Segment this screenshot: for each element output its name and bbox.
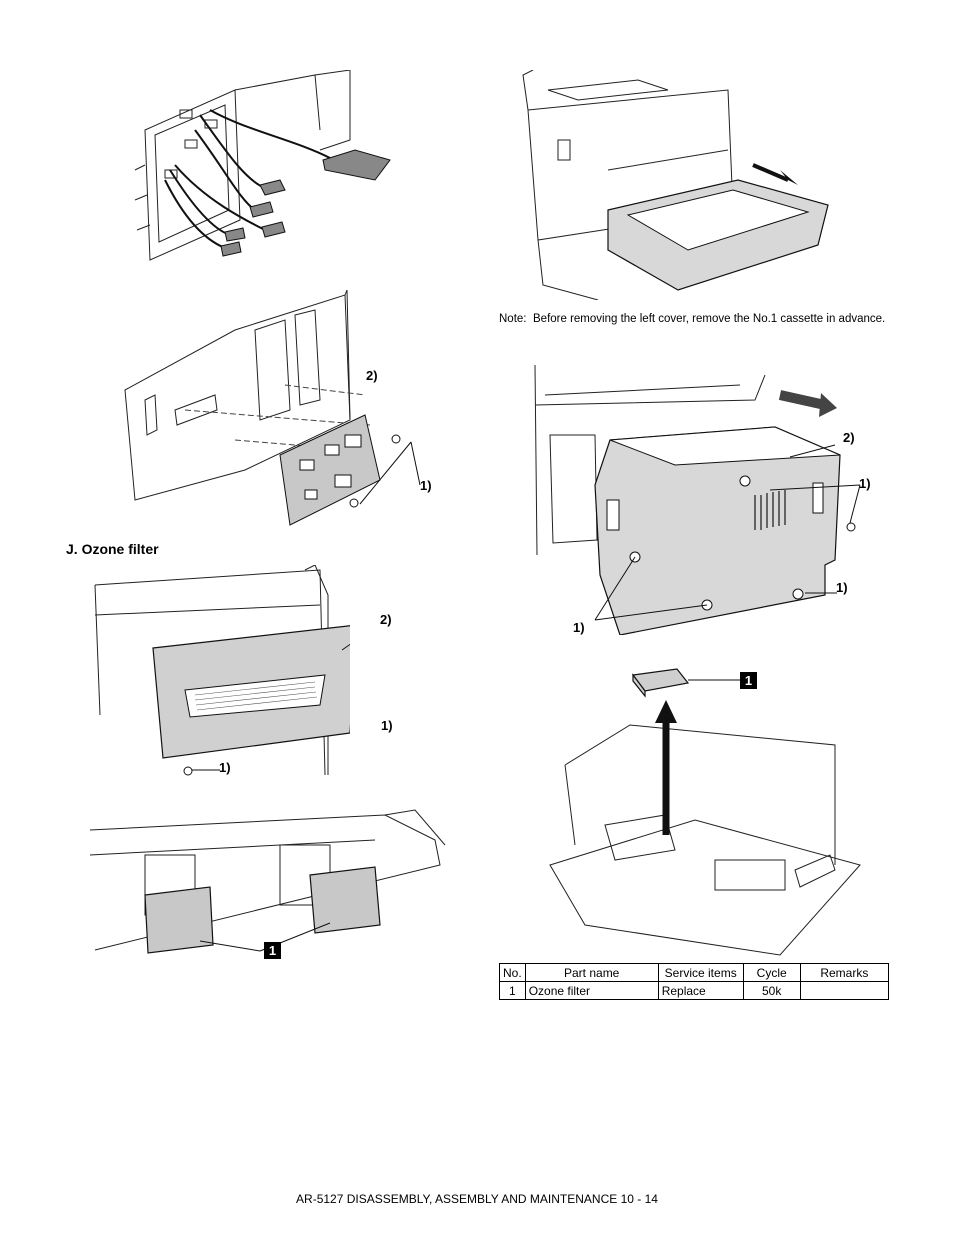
figure-cassette-removal [518,70,838,300]
parts-table: No. Part name Service items Cycle Remark… [499,963,890,1000]
callout-cover-fig3: 2) [380,612,392,627]
cell-no: 1 [499,981,526,1000]
figure-left-cover [525,365,865,635]
column-header-no: No. [499,963,526,982]
section-title: J. Ozone filter [66,541,159,557]
column-header-cycle: Cycle [742,963,801,982]
column-header-remarks: Remarks [799,963,890,982]
cell-part-name: Ozone filter [524,981,659,1000]
cell-service-items: Replace [657,981,744,1000]
figure-pwb-removal [115,290,455,530]
table-row: 1 Ozone filter Replace 50k [499,981,890,1000]
column-header-service-items: Service items [657,963,744,982]
part-number-badge-fig4: 1 [264,942,281,959]
note-label: Note: [499,313,527,325]
callout-cover-fig2: 2) [366,368,378,383]
cell-cycle: 50k [742,981,801,1000]
table-header-row: No. Part name Service items Cycle Remark… [499,963,890,982]
callout-cover-fig6: 2) [843,430,855,445]
part-number-badge-fig7: 1 [740,672,757,689]
figure-connectors [125,70,405,270]
column-header-part-name: Part name [524,963,659,982]
note-text: Before removing the left cover, remove t… [533,313,886,325]
callout-screw-fig6c: 1) [573,620,585,635]
callout-screw-fig3b: 1) [219,760,231,775]
cell-remarks [799,981,890,1000]
figure-ozone-filter-removal [545,665,865,960]
figure-front-cover [90,565,350,780]
note: Note: Before removing the left cover, re… [499,312,889,327]
callout-screw-fig2: 1) [420,478,432,493]
callout-screw-fig3a: 1) [381,718,393,733]
callout-screw-fig6a: 1) [859,476,871,491]
page-footer: AR-5127 DISASSEMBLY, ASSEMBLY AND MAINTE… [296,1192,658,1206]
callout-screw-fig6b: 1) [836,580,848,595]
figure-ozone-filters [85,805,450,960]
